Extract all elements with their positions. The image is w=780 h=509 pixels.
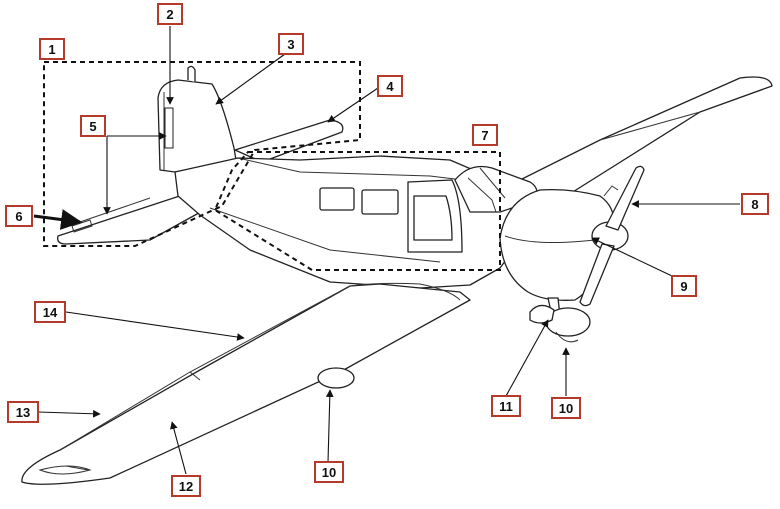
leader-lines bbox=[33, 26, 740, 475]
main-wheel-fairing bbox=[317, 367, 355, 389]
callout-13-label: 13 bbox=[16, 405, 30, 420]
callout-12: 12 bbox=[171, 475, 201, 497]
callout-1-label: 1 bbox=[48, 42, 55, 57]
left-wing bbox=[21, 283, 471, 485]
propeller-upper-blade bbox=[605, 165, 645, 231]
callout-14: 14 bbox=[34, 301, 66, 323]
callout-6-label: 6 bbox=[15, 209, 22, 224]
callout-4: 4 bbox=[377, 75, 403, 97]
middle-cabin-window bbox=[361, 189, 399, 215]
rudder-trim-tab bbox=[164, 107, 174, 149]
callout-9: 9 bbox=[671, 275, 697, 297]
callout-7: 7 bbox=[472, 124, 498, 146]
propeller-lower-blade bbox=[579, 243, 615, 307]
callout-2-label: 2 bbox=[166, 7, 173, 22]
fuselage-dashed-outline bbox=[213, 151, 501, 271]
callout-7-label: 7 bbox=[481, 128, 488, 143]
callout-5: 5 bbox=[80, 115, 106, 137]
callout-10-engine-label: 10 bbox=[559, 401, 573, 416]
callout-10-wing-label: 10 bbox=[322, 465, 336, 480]
callout-12-label: 12 bbox=[179, 479, 193, 494]
rear-cabin-window bbox=[319, 187, 355, 211]
airplane-illustration bbox=[21, 65, 773, 485]
callout-9-label: 9 bbox=[680, 279, 687, 294]
callout-1: 1 bbox=[39, 38, 65, 60]
callout-5-label: 5 bbox=[89, 119, 96, 134]
callout-11-label: 11 bbox=[499, 399, 513, 414]
callout-10-engine: 10 bbox=[551, 397, 581, 419]
left-horizontal-stabilizer bbox=[57, 185, 216, 245]
callout-13: 13 bbox=[7, 401, 39, 423]
empennage-dashed-outline bbox=[43, 61, 361, 247]
callout-4-label: 4 bbox=[386, 79, 394, 94]
callout-8: 8 bbox=[741, 193, 769, 215]
right-wing bbox=[479, 76, 773, 216]
callout-3: 3 bbox=[278, 33, 304, 55]
callout-2: 2 bbox=[157, 3, 183, 25]
callout-11: 11 bbox=[491, 395, 521, 417]
callout-8-label: 8 bbox=[751, 197, 758, 212]
callout-3-label: 3 bbox=[287, 37, 294, 52]
callout-14-label: 14 bbox=[43, 305, 58, 320]
callout-6: 6 bbox=[5, 205, 33, 227]
callout-10-wing: 10 bbox=[314, 461, 344, 483]
